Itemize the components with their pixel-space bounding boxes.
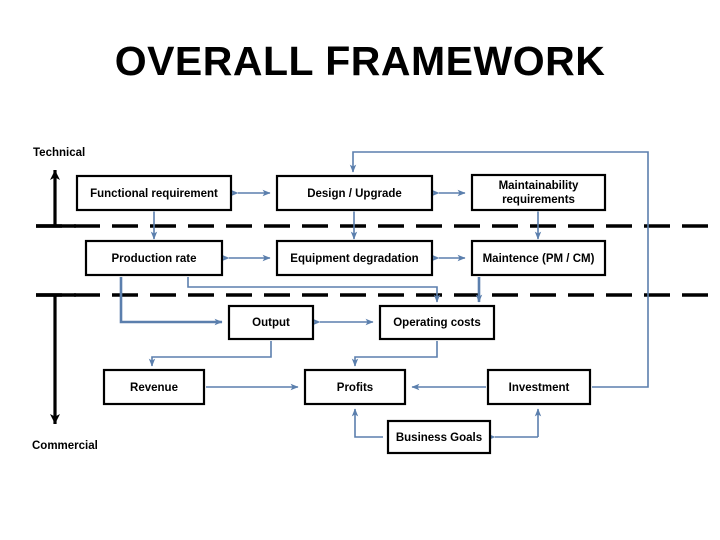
box-label-investment: Investment [509, 382, 570, 394]
box-label-maintence-pm-cm: Maintence (PM / CM) [483, 253, 595, 265]
box-label-business-goals: Business Goals [396, 432, 482, 444]
box-equipment-degradation[interactable]: Equipment degradation [275, 239, 434, 277]
box-maintence-pm-cm[interactable]: Maintence (PM / CM) [470, 239, 607, 277]
connector-operating-costs-to-profits [351, 341, 438, 367]
box-revenue[interactable]: Revenue [102, 368, 206, 406]
box-label-output: Output [252, 317, 290, 329]
box-label-production-rate: Production rate [112, 253, 197, 265]
box-label-design-upgrade: Design / Upgrade [307, 188, 402, 200]
box-design-upgrade[interactable]: Design / Upgrade [275, 174, 434, 212]
axis-label-commercial: Commercial [32, 440, 98, 452]
box-label-profits: Profits [337, 382, 373, 394]
box-label-equipment-degradation: Equipment degradation [290, 253, 418, 265]
box-label-revenue: Revenue [130, 382, 178, 394]
box-production-rate[interactable]: Production rate [84, 239, 224, 277]
box-label-operating-costs: Operating costs [393, 317, 481, 329]
box-business-goals[interactable]: Business Goals [386, 419, 492, 455]
box-profits[interactable]: Profits [303, 368, 407, 406]
axis-label-technical: Technical [33, 147, 85, 159]
commercial-axis: Commercial [32, 293, 98, 452]
connector-investment-feedback-to-design [349, 151, 649, 388]
box-label-functional-requirement: Functional requirement [90, 188, 218, 200]
connector-business-goals-to-profits [351, 408, 383, 438]
box-maintainability-requirements[interactable]: Maintainability requirements [470, 173, 607, 212]
connector-layer [119, 151, 649, 441]
box-investment[interactable]: Investment [486, 368, 592, 406]
box-operating-costs[interactable]: Operating costs [378, 304, 496, 341]
page-title: OVERALL FRAMEWORK [114, 38, 606, 84]
box-output[interactable]: Output [227, 304, 315, 341]
connector-production-to-output [119, 277, 223, 326]
box-label-maintainability-line2: requirements [502, 194, 575, 206]
connector-output-to-revenue [148, 341, 272, 367]
connector-production-to-operating-costs [187, 277, 441, 303]
box-functional-requirement[interactable]: Functional requirement [75, 174, 233, 212]
box-label-maintainability-line1: Maintainability [499, 180, 579, 192]
